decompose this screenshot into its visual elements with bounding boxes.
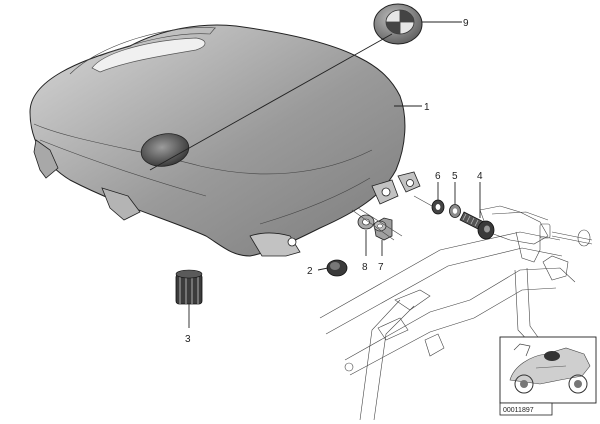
callout-2: 2	[307, 266, 313, 277]
washer-part-6	[431, 199, 445, 215]
screw-part-4	[459, 211, 495, 240]
washer-part-5	[449, 204, 461, 218]
bushing-part-7	[373, 217, 393, 241]
sleeve-part-8	[357, 214, 375, 230]
callout-3: 3	[185, 334, 191, 345]
badge-part	[373, 3, 423, 45]
callout-5: 5	[452, 171, 458, 182]
callout-8: 8	[362, 262, 368, 273]
callout-7: 7	[378, 262, 384, 273]
frame-lineart	[319, 205, 593, 421]
location-inset: 00011897	[499, 336, 597, 416]
ribbed-grommet-part	[175, 269, 203, 305]
tank-cover-part	[29, 24, 421, 257]
callout-6: 6	[435, 171, 441, 182]
callout-9: 9	[463, 18, 469, 29]
leader-lines	[149, 21, 481, 328]
grommet-part	[326, 259, 348, 277]
reference-number: 00011897	[503, 407, 534, 414]
callouts: 9 1 6 5 4 2 8 7 3	[185, 18, 483, 345]
callout-1: 1	[424, 102, 430, 113]
callout-4: 4	[477, 171, 483, 182]
